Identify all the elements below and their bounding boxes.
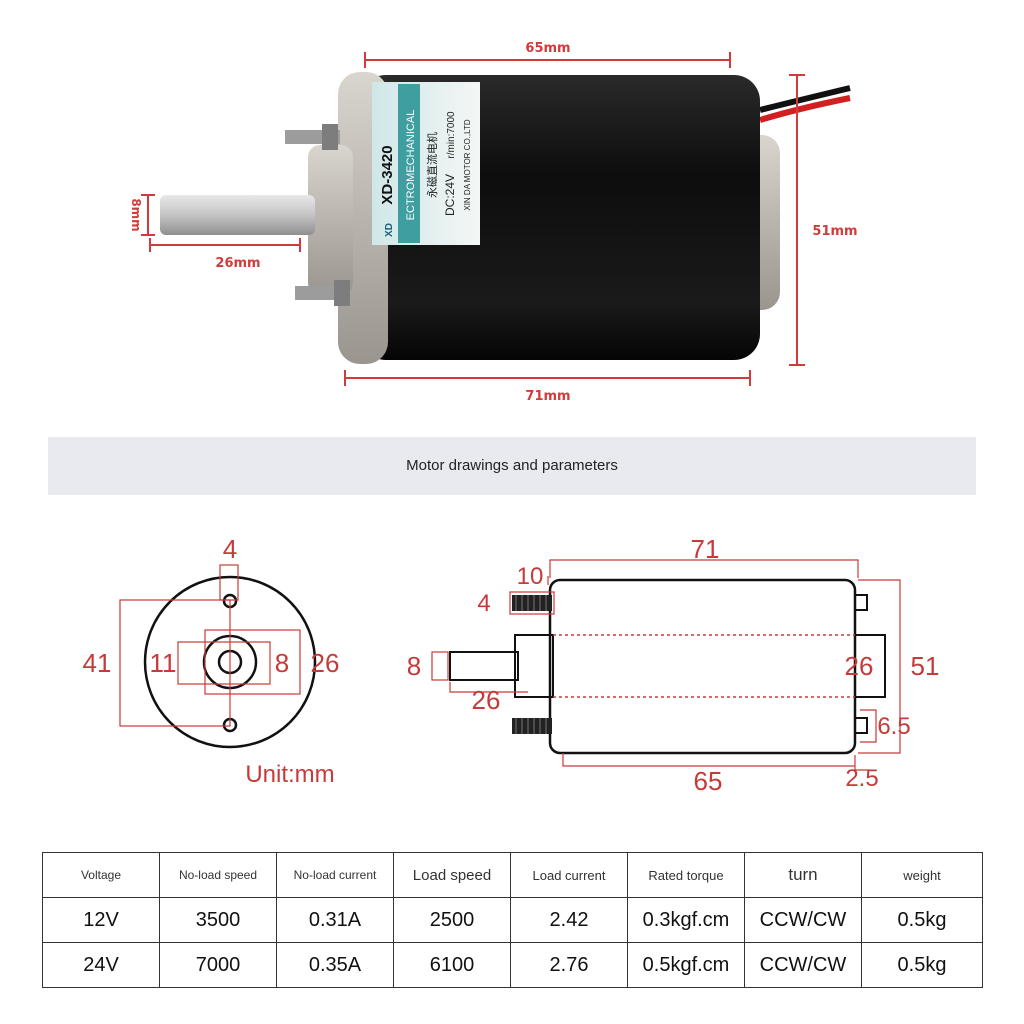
front-dim-hole-spacing: 41 — [83, 648, 112, 678]
motor-photo: XD-3420 ECTROMECHANICAL 永磁直流电机 DC:24V r/… — [129, 41, 858, 404]
side-dim-screw-dia: 4 — [477, 590, 490, 617]
table-header-row: Voltage No-load speed No-load current Lo… — [42, 852, 983, 898]
header-voltage: Voltage — [42, 852, 160, 898]
dim-diameter: 51mm — [812, 224, 857, 239]
cell-load-speed: 6100 — [393, 942, 511, 988]
cell-load-current: 2.42 — [510, 897, 628, 943]
label-logo: XD — [384, 223, 395, 237]
side-dim-shaft-length: 26 — [472, 685, 501, 715]
side-dim-diameter: 51 — [911, 651, 940, 681]
label-model: XD-3420 — [379, 145, 396, 204]
cell-no-load-current: 0.31A — [276, 897, 394, 943]
dim-length-top: 65mm — [525, 41, 570, 56]
red-wire — [759, 95, 851, 123]
front-dim-hole: 4 — [223, 534, 237, 564]
cell-load-current: 2.76 — [510, 942, 628, 988]
cell-no-load-speed: 7000 — [159, 942, 277, 988]
photo-dimension-lines — [141, 52, 805, 386]
side-dim-shaft-dia: 8 — [407, 651, 421, 681]
label-voltage: DC:24V — [443, 174, 457, 216]
cell-load-speed: 2500 — [393, 897, 511, 943]
shaft — [160, 195, 315, 235]
header-rated-torque: Rated torque — [627, 852, 745, 898]
spec-table: Voltage No-load speed No-load current Lo… — [42, 852, 983, 988]
header-weight: weight — [861, 852, 983, 898]
cell-voltage: 12V — [42, 897, 160, 943]
black-wire — [759, 85, 851, 113]
front-dim-boss: 26 — [311, 648, 340, 678]
unit-label: Unit:mm — [245, 761, 334, 788]
side-dim-cap: 2.5 — [845, 765, 878, 792]
header-load-speed: Load speed — [393, 852, 511, 898]
front-dim-shaft: 8 — [275, 648, 289, 678]
dim-shaft-diameter: 8mm — [129, 198, 143, 231]
label-speed: r/min:7000 — [446, 111, 457, 159]
side-dim-boss: 26 — [845, 651, 874, 681]
table-row: 12V 3500 0.31A 2500 2.42 0.3kgf.cm CCW/C… — [42, 897, 983, 943]
side-view — [431, 559, 901, 771]
cell-weight: 0.5kg — [861, 942, 983, 988]
cell-turn: CCW/CW — [744, 942, 862, 988]
label-company: XIN DA MOTOR CO.,LTD — [463, 119, 472, 210]
technical-drawings: 4 41 11 8 26 Unit:mm — [0, 520, 1024, 820]
motor-label — [372, 82, 480, 245]
side-dim-screw-length: 10 — [517, 563, 544, 590]
header-no-load-speed: No-load speed — [159, 852, 277, 898]
cell-turn: CCW/CW — [744, 897, 862, 943]
banner-title: Motor drawings and parameters — [406, 457, 618, 474]
header-turn: turn — [744, 852, 862, 898]
cell-rated-torque: 0.3kgf.cm — [627, 897, 745, 943]
header-no-load-current: No-load current — [276, 852, 394, 898]
dim-shaft-length: 26mm — [215, 256, 260, 271]
side-dim-total-length: 71 — [691, 534, 720, 564]
front-dim-hub: 11 — [150, 648, 177, 678]
label-chinese: 永磁直流电机 — [425, 132, 439, 198]
dim-length-bottom: 71mm — [525, 389, 570, 404]
cell-voltage: 24V — [42, 942, 160, 988]
cell-rated-torque: 0.5kgf.cm — [627, 942, 745, 988]
front-view — [119, 564, 317, 749]
cell-weight: 0.5kg — [861, 897, 983, 943]
front-boss — [308, 145, 353, 295]
drawings-svg: 4 41 11 8 26 Unit:mm — [83, 534, 940, 796]
cell-no-load-current: 0.35A — [276, 942, 394, 988]
label-brand: ECTROMECHANICAL — [405, 110, 417, 221]
section-banner: Motor drawings and parameters — [48, 437, 976, 495]
header-load-current: Load current — [510, 852, 628, 898]
table-row: 24V 7000 0.35A 6100 2.76 0.5kgf.cm CCW/C… — [42, 942, 983, 988]
motor-photo-section: XD-3420 ECTROMECHANICAL 永磁直流电机 DC:24V r/… — [0, 0, 1024, 420]
side-dim-body-length: 65 — [694, 766, 723, 796]
cell-no-load-speed: 3500 — [159, 897, 277, 943]
side-dim-screw-offset: 6.5 — [877, 713, 910, 740]
